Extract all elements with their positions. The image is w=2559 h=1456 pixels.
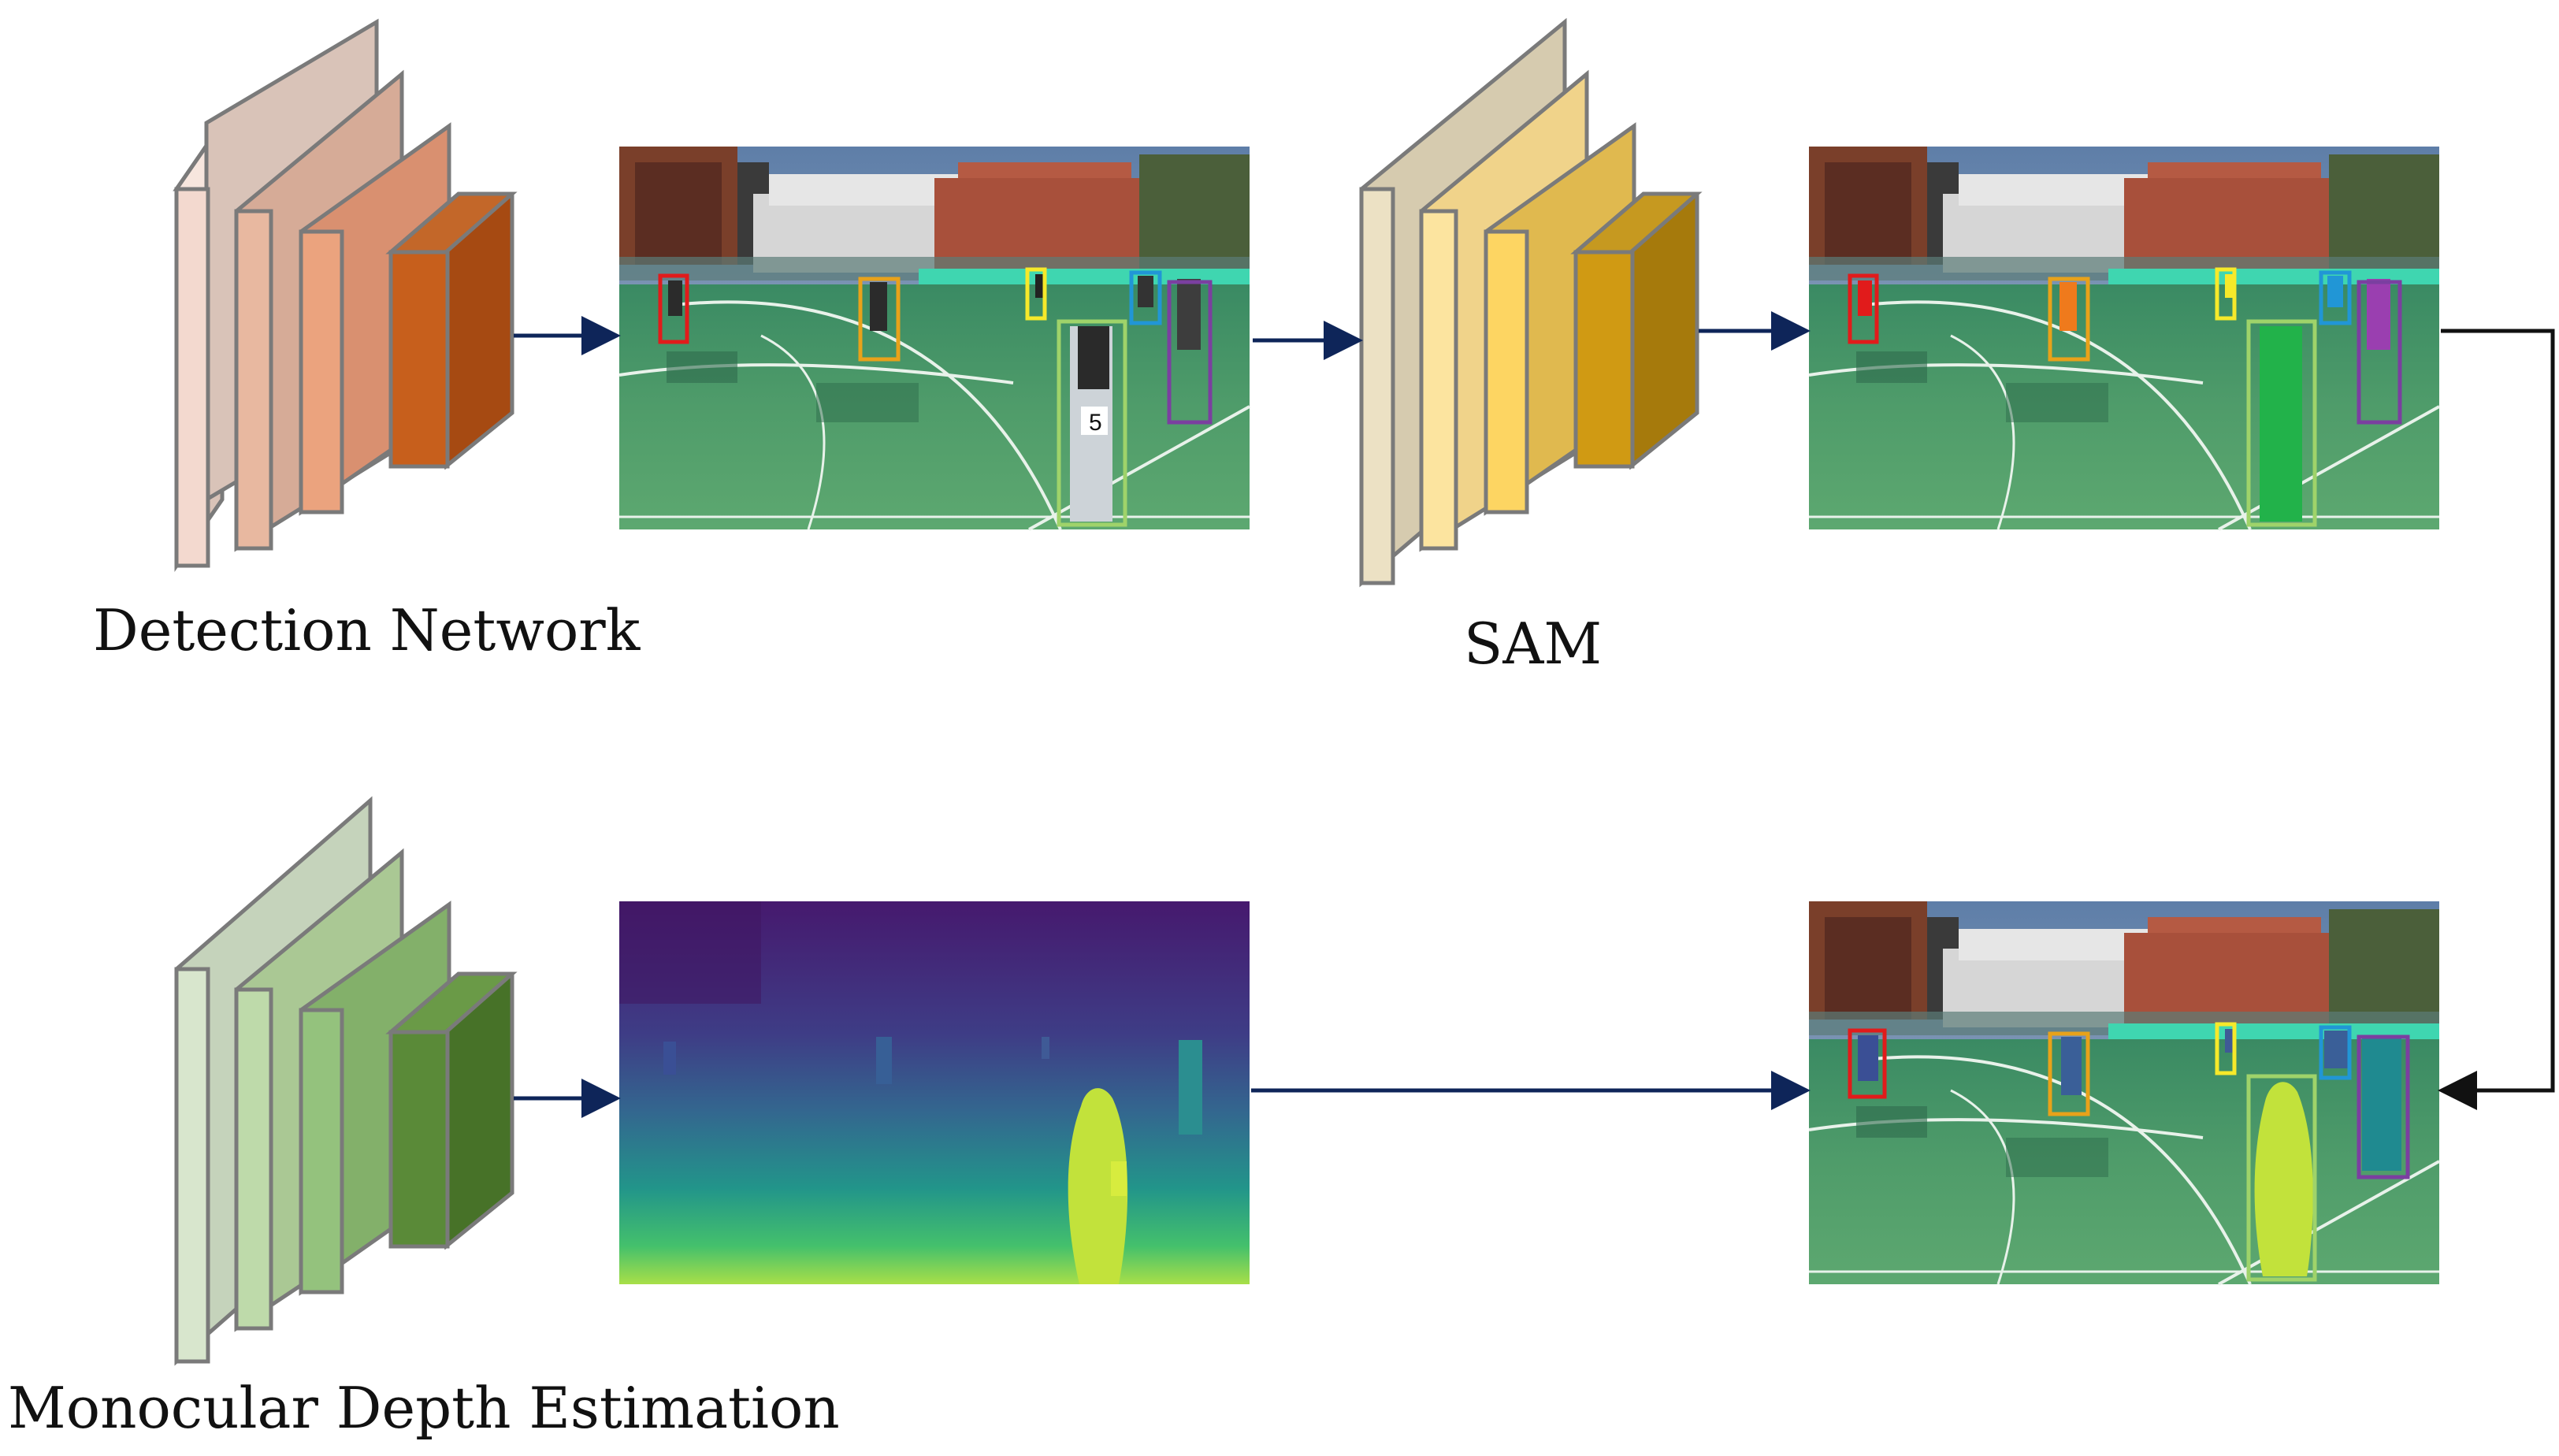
- box-blue: [1129, 270, 1162, 325]
- seg-box-yellow: [2215, 267, 2237, 321]
- fused-output-image: [1807, 900, 2441, 1286]
- fused-box-yellow: [2215, 1022, 2237, 1075]
- fused-box-orange: [2048, 1031, 2090, 1116]
- sam-layer-4: [1570, 191, 1703, 470]
- fused-box-red: [1848, 1028, 1887, 1099]
- seg-box-red: [1848, 273, 1879, 344]
- person-number-tag: 5: [1089, 410, 1102, 436]
- depth-estimation-label: Monocular Depth Estimation: [8, 1375, 840, 1441]
- box-yellow: [1025, 267, 1047, 321]
- box-red: [658, 273, 689, 344]
- detection-layer-4: [385, 191, 518, 470]
- seg-box-purple: [2357, 280, 2402, 425]
- seg-box-green: [2246, 319, 2317, 527]
- segmentation-output-image: [1807, 145, 2441, 531]
- depth-estimation-block: Monocular Depth Estimation: [8, 796, 840, 1441]
- seg-box-blue: [2319, 270, 2352, 325]
- fused-box-blue: [2319, 1025, 2352, 1080]
- depth-map-image: [619, 901, 1250, 1284]
- detection-output-image: 5: [618, 145, 1251, 531]
- sam-block: SAM: [1359, 17, 1703, 677]
- detection-network-label: Detection Network: [93, 597, 641, 663]
- fused-box-green: [2246, 1074, 2317, 1282]
- depth-layer-4: [385, 971, 518, 1250]
- sam-label: SAM: [1464, 611, 1602, 677]
- box-green: [1057, 319, 1127, 527]
- detection-network-block: Detection Network: [93, 18, 641, 663]
- fused-box-purple: [2357, 1034, 2410, 1179]
- seg-box-orange: [2048, 277, 2090, 362]
- arrows: [514, 311, 2555, 1118]
- box-orange: [858, 277, 901, 362]
- box-purple: [1167, 280, 1213, 425]
- arrow-segmentation-to-fused: [2438, 329, 2555, 1110]
